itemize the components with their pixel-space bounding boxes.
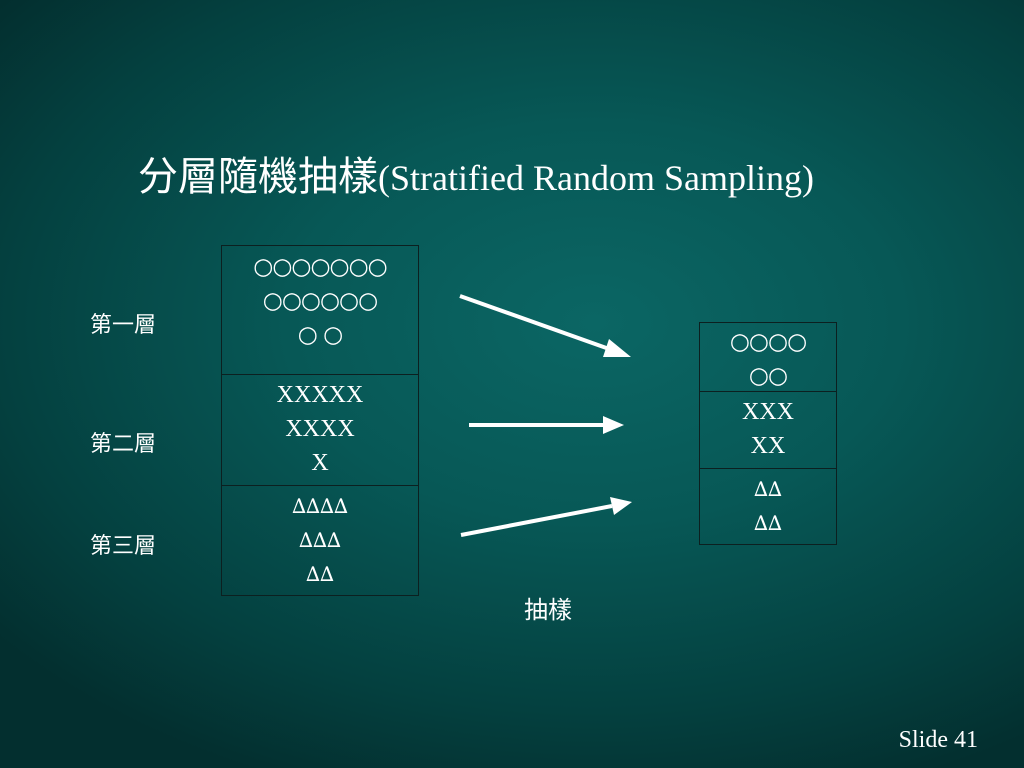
population-stratum-2-row: XXXX xyxy=(285,416,355,442)
sample-stratum-3-row: ∆∆ xyxy=(754,511,782,535)
sample-stratum-3: ∆∆ ∆∆ xyxy=(699,468,837,545)
population-stratum-3: ∆∆∆∆ ∆∆∆ ∆∆ xyxy=(221,485,419,596)
population-stratum-1-row: ○ ○ xyxy=(297,322,343,348)
slide-title: 分層隨機抽樣(Stratified Random Sampling) xyxy=(138,144,814,202)
sampling-label: 抽樣 xyxy=(524,596,572,624)
stratum-label-1: 第一層 xyxy=(90,313,157,338)
sample-stratum-3-row: ∆∆ xyxy=(754,477,782,501)
population-stratum-3-row: ∆∆∆∆ xyxy=(292,494,348,518)
title-chinese: 分層隨機抽樣 xyxy=(138,154,378,200)
sample-stratum-1: ○○○○ ○○ xyxy=(699,322,837,392)
arrowhead-3-icon xyxy=(610,497,632,515)
sample-stratum-2: XXX XX xyxy=(699,391,837,469)
arrow-stratum-3 xyxy=(460,504,613,537)
title-english: (Stratified Random Sampling) xyxy=(378,158,814,198)
population-stratum-1-row: ○○○○○○ xyxy=(262,288,378,314)
stratum-label-3: 第三層 xyxy=(90,534,157,559)
arrowhead-1-icon xyxy=(603,339,631,357)
population-stratum-2-row: X xyxy=(311,450,329,476)
sample-stratum-2-row: XX xyxy=(750,433,786,459)
population-stratum-2-row: XXXXX xyxy=(276,382,364,408)
sample-stratum-2-row: XXX xyxy=(742,399,794,425)
slide-number: Slide 41 xyxy=(898,727,978,753)
sample-stratum-1-row: ○○○○ xyxy=(729,329,807,355)
arrow-stratum-1 xyxy=(459,294,613,352)
stratum-label-2: 第二層 xyxy=(90,432,157,457)
population-stratum-3-row: ∆∆ xyxy=(306,562,334,586)
population-stratum-1-row: ○○○○○○○ xyxy=(253,254,387,280)
population-stratum-3-row: ∆∆∆ xyxy=(299,528,341,552)
arrowhead-2-icon xyxy=(603,416,624,434)
sample-stratum-1-row: ○○ xyxy=(748,363,788,389)
population-stratum-1: ○○○○○○○ ○○○○○○ ○ ○ xyxy=(221,245,419,375)
